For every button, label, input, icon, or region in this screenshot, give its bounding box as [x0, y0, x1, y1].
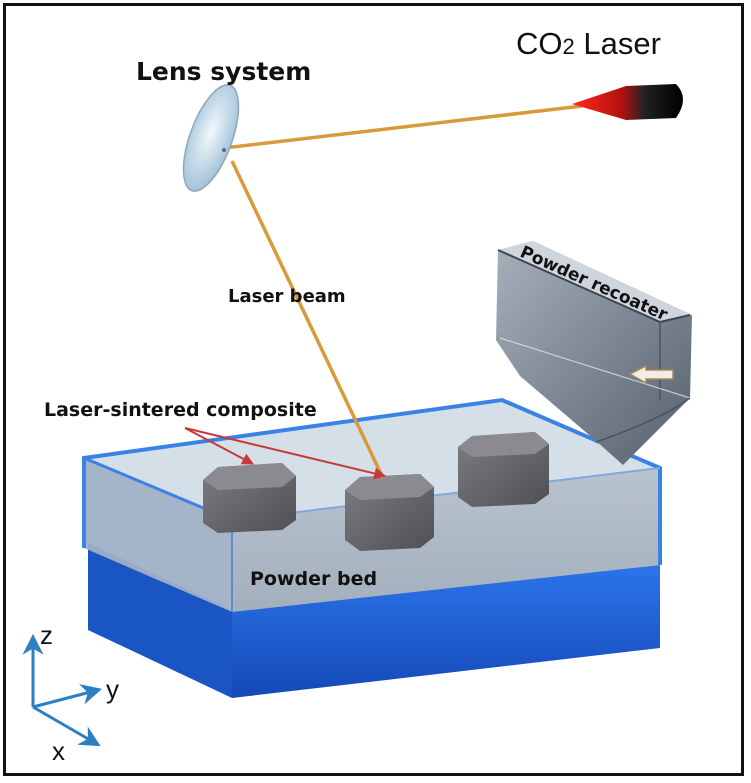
laser-beam-label: Laser beam: [228, 286, 346, 307]
lens-icon: [182, 84, 240, 192]
bed-powder-front: [84, 458, 232, 612]
x-axis-label: x: [52, 736, 65, 766]
composite-pointers: [184, 427, 387, 480]
sintered-part-right: [458, 432, 549, 507]
bed-powder-side: [232, 468, 660, 612]
bed-edge: [231, 467, 661, 521]
y-axis-arrow-icon: [32, 684, 103, 709]
composite-label: Laser-sintered composite: [44, 399, 317, 421]
recoater-direction-arrow-icon: [628, 364, 674, 385]
laser-beam: [223, 104, 583, 479]
powder-bed: [82, 397, 662, 698]
axes-indicator: z y x: [22, 620, 119, 766]
sintered-part-left: [203, 463, 296, 533]
lens-system-label: Lens system: [136, 57, 311, 86]
powder-bed-label: Powder bed: [250, 568, 377, 590]
sintered-part-center: [345, 474, 434, 551]
z-axis-label: z: [40, 620, 53, 650]
bed-base-front: [88, 543, 232, 698]
co2-laser-label: CO2 Laser: [516, 26, 661, 61]
powder-recoater: [496, 241, 692, 465]
co2-laser-icon: [572, 84, 683, 120]
x-axis-arrow-icon: [32, 705, 101, 747]
bed-base-side: [232, 565, 660, 698]
y-axis-label: y: [106, 674, 119, 704]
bed-outline: [82, 397, 662, 565]
